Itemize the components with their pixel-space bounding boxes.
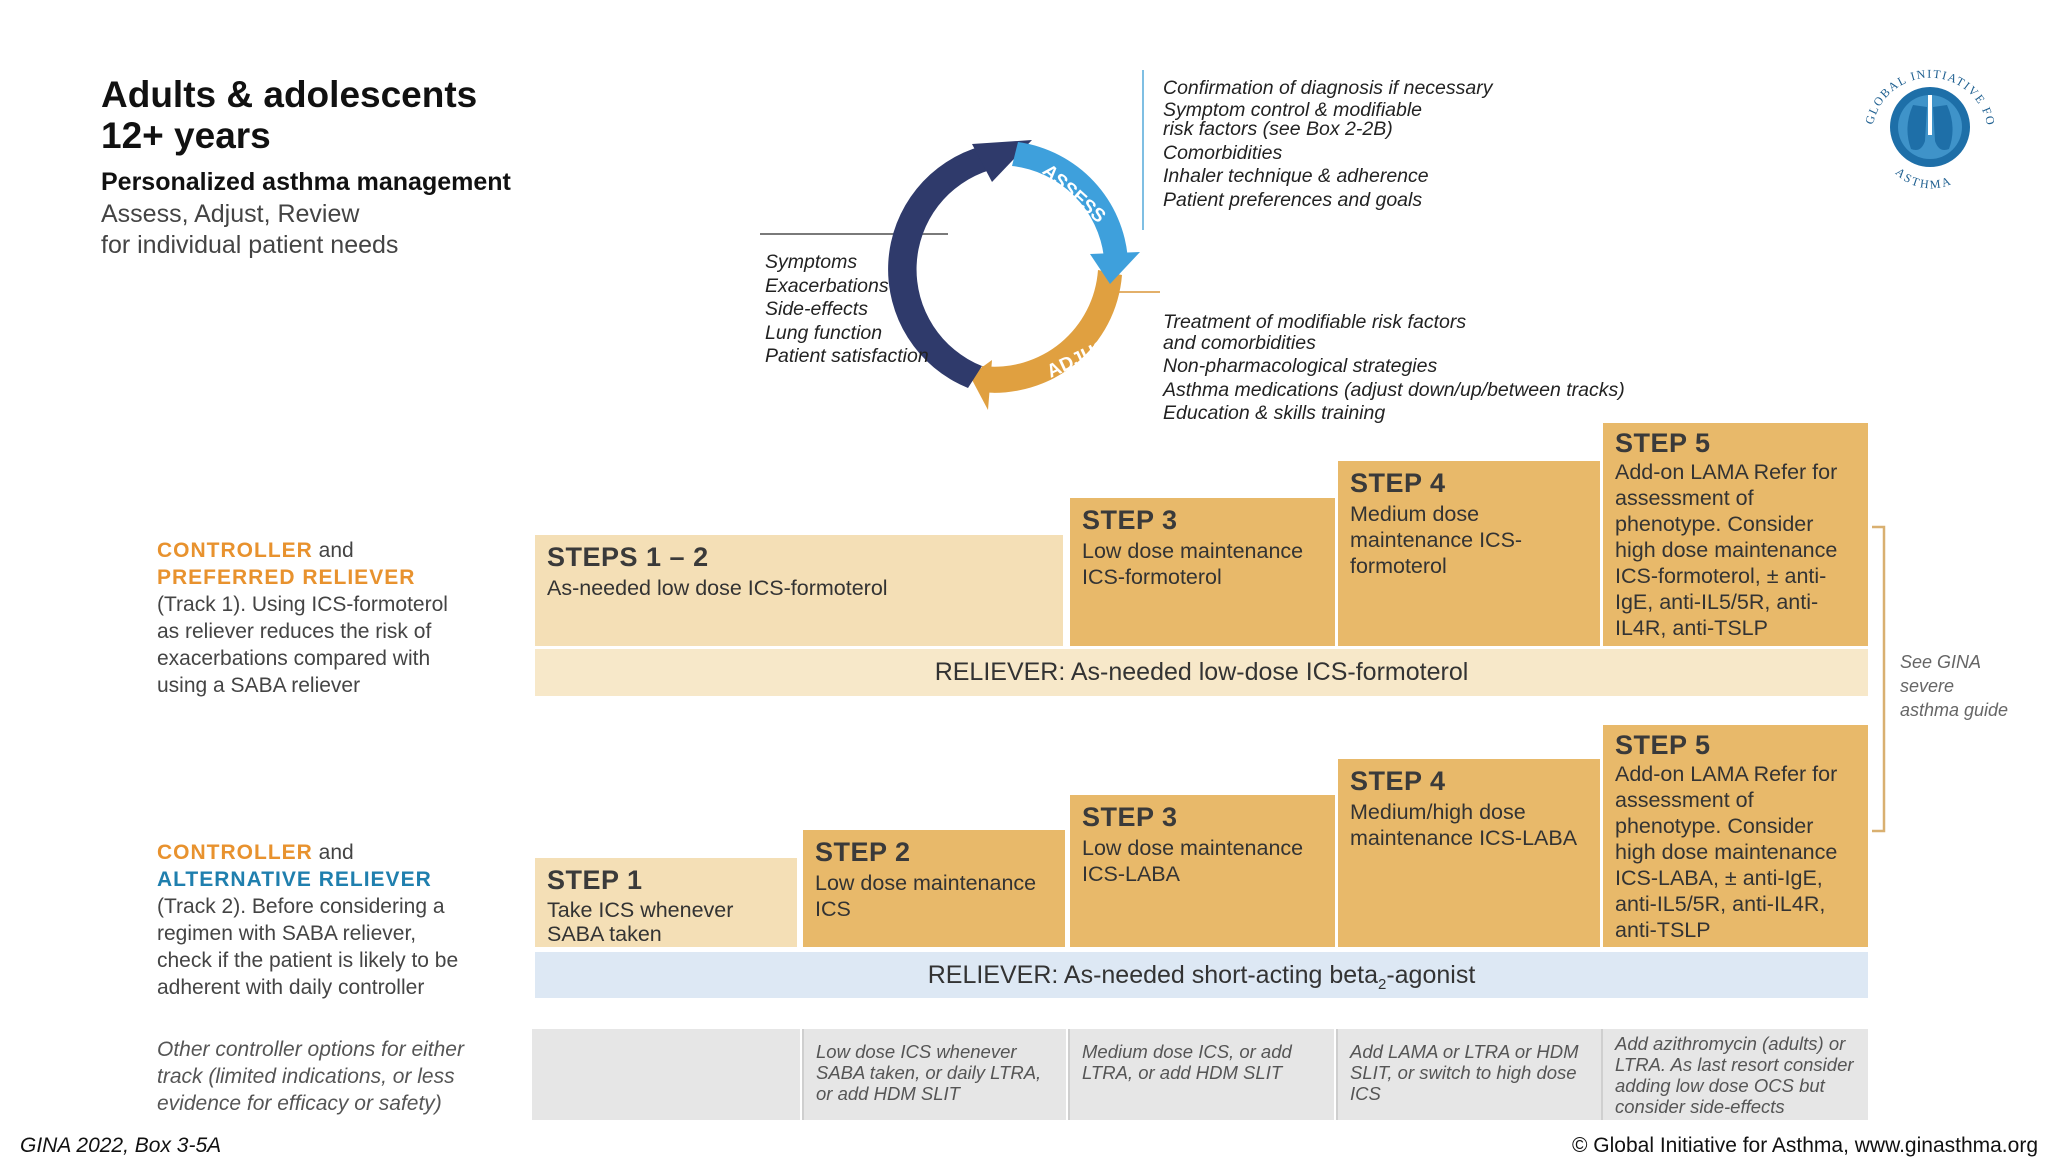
track2-step-4: STEP 4 Medium/high dose maintenance ICS-… — [1338, 759, 1600, 947]
assess-items: Confirmation of diagnosis if necessary S… — [1163, 77, 1493, 211]
logo-text-bottom: ASTHMA — [1893, 165, 1952, 192]
assess-arrow — [1012, 142, 1128, 260]
footer-copyright: © Global Initiative for Asthma, www.gina… — [1571, 1134, 2038, 1157]
track2-step-5: STEP 5 Add-on LAMA Refer for assessment … — [1603, 725, 1868, 947]
review-arrow — [888, 146, 990, 388]
footer-source: GINA 2022, Box 3-5A — [20, 1134, 222, 1157]
track1-description: CONTROLLER and PREFERRED RELIEVER (Track… — [157, 539, 448, 697]
other-options-step5: Add azithromycin (adults) or LTRA. As la… — [1601, 1029, 1868, 1120]
track2-step-2: STEP 2 Low dose maintenance ICS — [803, 830, 1065, 947]
gina-logo: GLOBAL INITIATIVE FOR ASTHMA — [1855, 45, 1997, 192]
page-subtext: Assess, Adjust, Review for individual pa… — [101, 200, 399, 259]
track1-step-4: STEP 4 Medium dose maintenance ICS-formo… — [1338, 461, 1600, 646]
other-options-label: Other controller options for either trac… — [157, 1038, 464, 1115]
other-options-step4: Add LAMA or LTRA or HDM SLIT, or switch … — [1336, 1029, 1601, 1120]
svg-text:ASTHMA: ASTHMA — [1893, 165, 1954, 192]
other-options-step2: Low dose ICS whenever SABA taken, or dai… — [802, 1029, 1066, 1120]
assess-adjust-review-cycle: ASSESS ADJUST REVIEW — [760, 70, 1160, 410]
track1-step-3: STEP 3 Low dose maintenance ICS-formoter… — [1070, 498, 1335, 646]
track1-step-5: STEP 5 Add-on LAMA Refer for assessment … — [1603, 423, 1868, 646]
adjust-items: Treatment of modifiable risk factors and… — [1163, 311, 1625, 424]
track2-step-1: STEP 1 Take ICS whenever SABA taken — [535, 858, 797, 947]
adjust-arrow — [980, 270, 1122, 393]
severe-guide-note: See GINA severe asthma guide — [1900, 652, 2009, 720]
review-items: Symptoms Exacerbations Side-effects Lung… — [765, 251, 929, 367]
review-label: REVIEW — [940, 229, 983, 307]
track2-step-3: STEP 3 Low dose maintenance ICS-LABA — [1070, 795, 1335, 947]
other-options-cell-empty — [532, 1029, 800, 1120]
track2-description: CONTROLLER and ALTERNATIVE RELIEVER (Tra… — [157, 841, 459, 999]
page-title: Adults & adolescents 12+ years — [101, 74, 478, 156]
track1-reliever-bar: RELIEVER: As-needed low-dose ICS-formote… — [535, 649, 1868, 696]
track1-steps-1-2: STEPS 1 – 2 As-needed low dose ICS-formo… — [535, 535, 1063, 646]
track2-reliever-bar: RELIEVER: As-needed short-acting beta2-a… — [535, 952, 1868, 998]
severe-bracket — [1872, 525, 1886, 833]
other-options-step3: Medium dose ICS, or add LTRA, or add HDM… — [1068, 1029, 1334, 1120]
page-subtitle: Personalized asthma management — [101, 168, 511, 196]
